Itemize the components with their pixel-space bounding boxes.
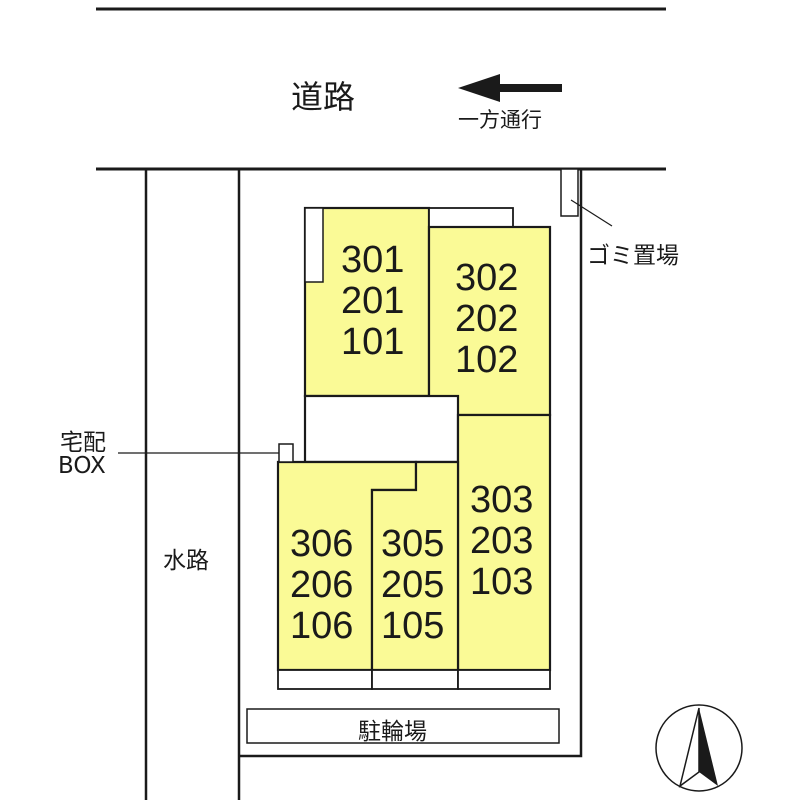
stair-strip (304, 207, 324, 283)
left-arrow-icon (458, 74, 562, 102)
unit-number: 102 (455, 339, 519, 381)
balcony-strip-303 (457, 669, 551, 690)
unit-label-a: 301 201 101 (341, 240, 404, 363)
unit-number: 106 (290, 605, 354, 647)
unit-label-c: 303 203 103 (470, 480, 533, 603)
balcony-strip-302 (428, 207, 514, 229)
bicycle-parking-area (246, 708, 560, 744)
unit-number: 301 (341, 239, 405, 281)
unit-number: 201 (341, 280, 405, 322)
site-boundary (239, 169, 583, 758)
unit-number: 101 (341, 321, 405, 363)
unit-number: 306 (290, 523, 354, 565)
balcony-strip-306 (277, 669, 373, 690)
garbage-leader-line (570, 199, 613, 227)
unit-number: 203 (470, 520, 534, 562)
building (276, 206, 552, 690)
corridor (303, 394, 460, 464)
one-way-label: 一方通行 (458, 108, 542, 132)
unit-number: 105 (381, 605, 445, 647)
garbage-area-box (560, 168, 579, 217)
unit-label-e: 306 206 106 (290, 524, 353, 647)
unit-block-302 (427, 225, 552, 417)
unit-number: 205 (381, 564, 445, 606)
unit-number: 305 (381, 523, 445, 565)
unit-label-b: 302 202 102 (455, 258, 518, 381)
unit-number: 206 (290, 564, 354, 606)
waterway-label: 水路 (163, 548, 209, 574)
delivery-box (278, 443, 294, 463)
balcony-strip-305 (371, 669, 459, 690)
bicycle-parking-label: 駐輪場 (358, 719, 427, 745)
unit-number: 302 (455, 257, 519, 299)
garbage-label: ゴミ置場 (587, 243, 679, 269)
road-label: 道路 (291, 78, 356, 116)
unit-label-d: 305 205 105 (381, 524, 444, 647)
north-arrow-icon (655, 704, 743, 792)
unit-number: 303 (470, 479, 534, 521)
unit-block-303 (456, 413, 552, 672)
delivery-box-label-line1: 宅配 (60, 430, 106, 456)
unit-number: 202 (455, 298, 519, 340)
delivery-box-label-line2: BOX (58, 453, 106, 479)
unit-number: 103 (470, 561, 534, 603)
